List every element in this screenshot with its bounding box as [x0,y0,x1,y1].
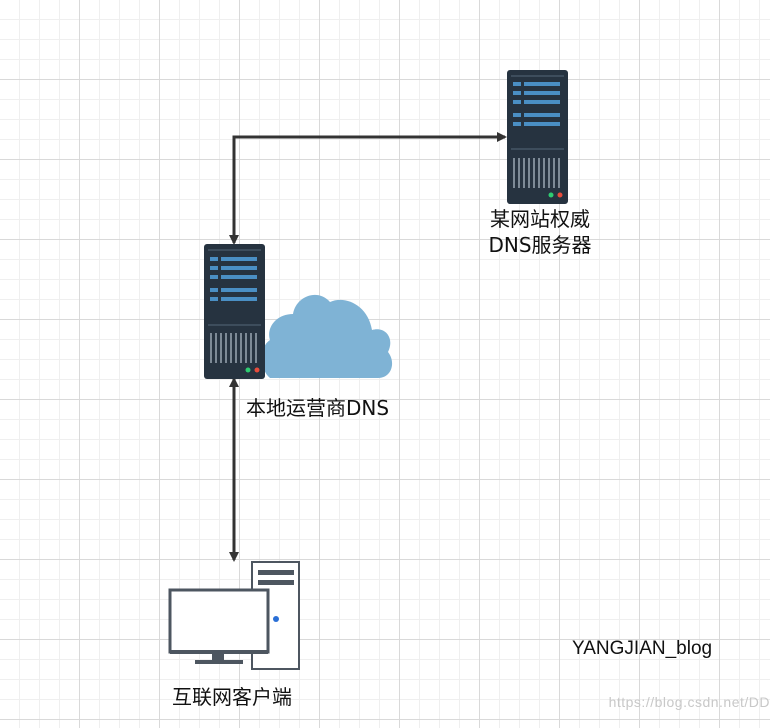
client-label: 互联网客户端 [172,685,292,709]
cloud-icon [261,294,393,378]
local-dns-label: 本地运营商DNS [246,396,390,420]
authoritative-dns-label-line1: 某网站权威 [490,207,590,231]
authoritative-dns-label-line2: DNS服务器 [488,233,592,257]
local-dns-server-icon [204,244,265,379]
connector-local-to-authoritative [229,132,507,245]
author-tag: YANGJIAN_blog [572,638,713,659]
authoritative-dns-server-icon [507,70,568,204]
desktop-pc-icon [168,561,300,670]
watermark-text: https://blog.csdn.net/DD [608,694,770,710]
authoritative-dns-label: 某网站权威 DNS服务器 [470,206,610,258]
